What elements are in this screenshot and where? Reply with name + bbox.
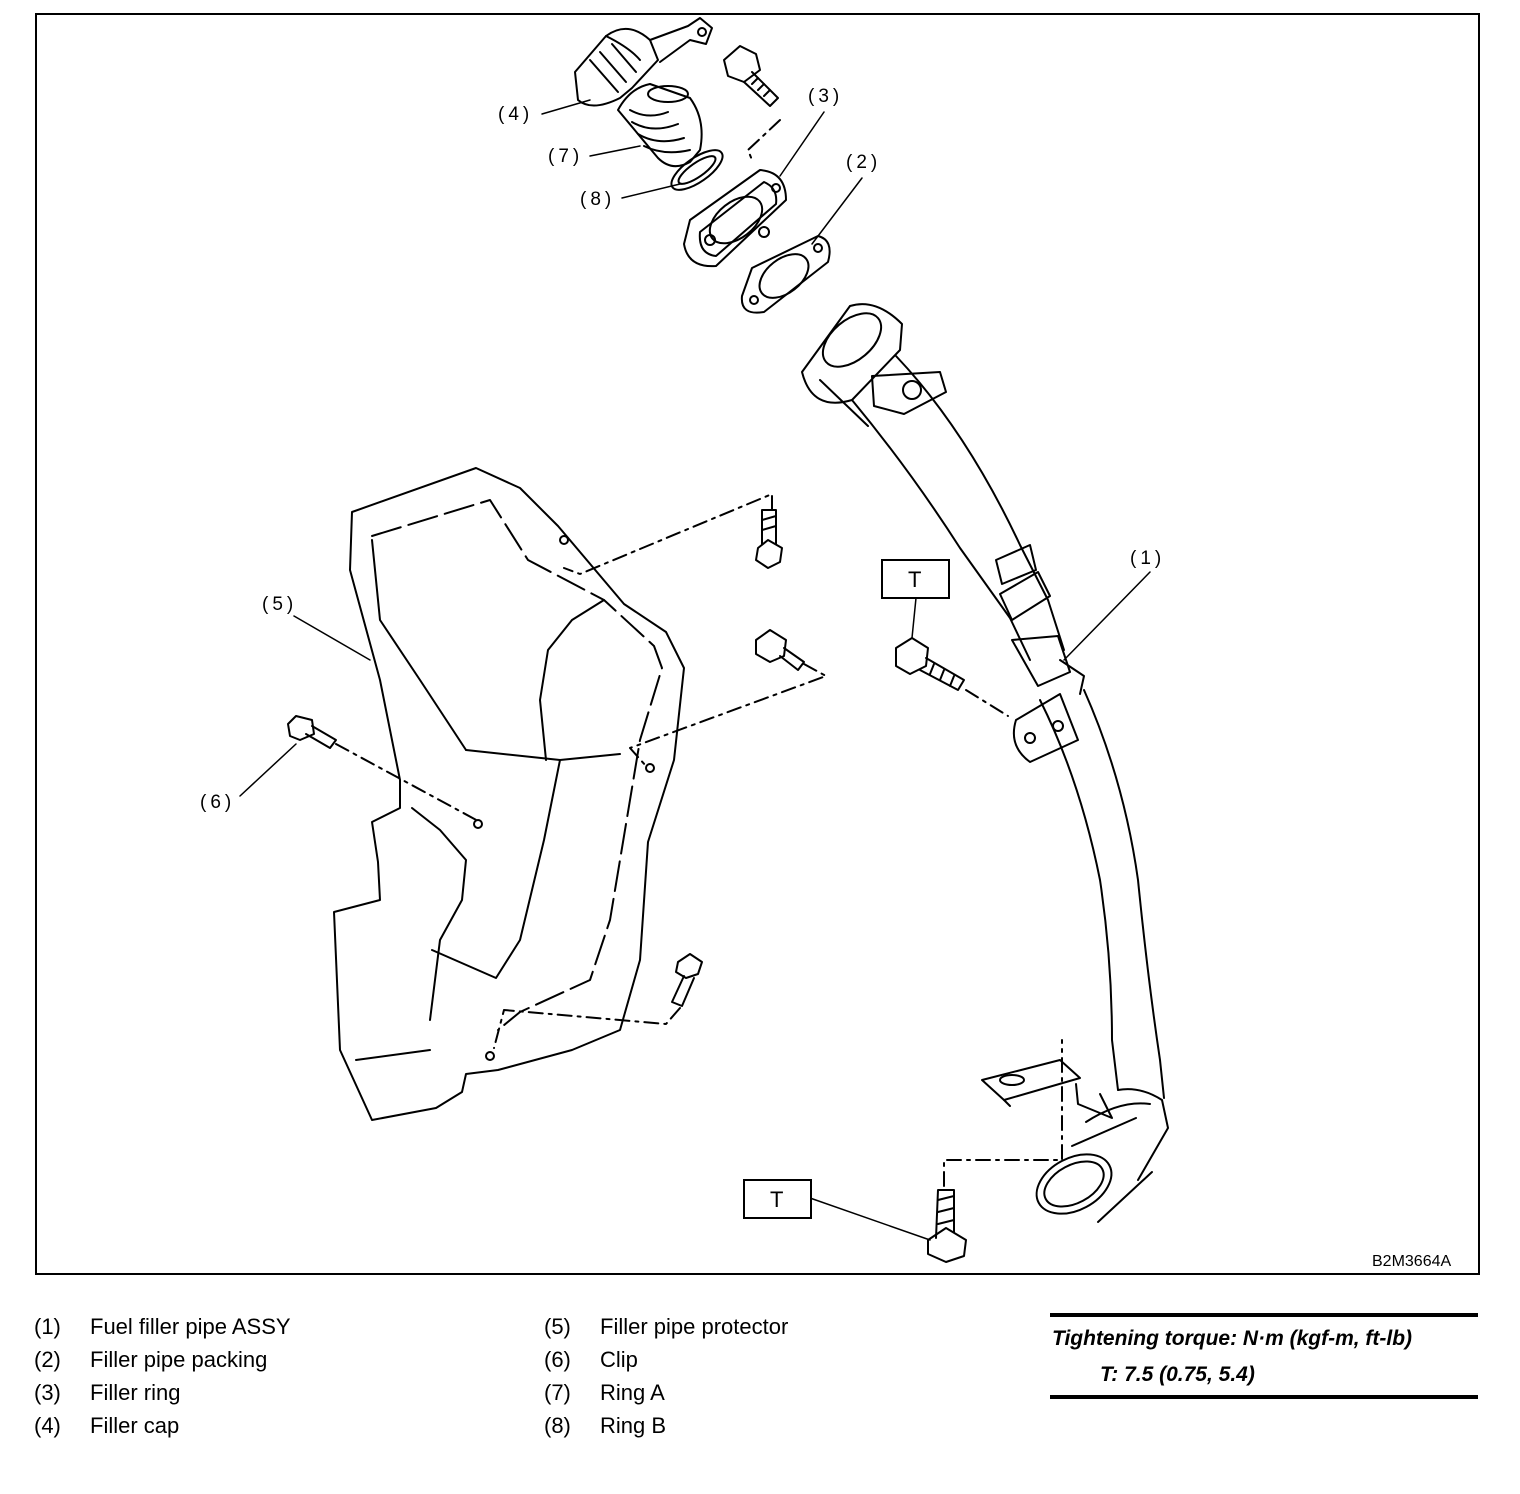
ring-a-part <box>617 83 703 168</box>
legend-label: Ring A <box>600 1380 665 1405</box>
parts-legend-right: (5) Filler pipe protector (6) Clip (7) Ring… <box>544 1310 788 1442</box>
legend-item: (8) Ring B <box>544 1409 788 1442</box>
callout-1: (1) <box>1130 548 1165 569</box>
protector-bolt-lower <box>671 953 703 1007</box>
callout-6: (6) <box>200 792 235 813</box>
callout-7: (7) <box>548 146 583 167</box>
filler-ring-screw <box>723 45 779 107</box>
callout-2: (2) <box>846 152 881 173</box>
fuel-filler-pipe-part <box>801 303 1169 1223</box>
legend-item: (6) Clip <box>544 1343 788 1376</box>
legend-number: (3) <box>34 1380 61 1405</box>
filler-cap-part <box>574 17 713 107</box>
filler-ring-part <box>683 169 787 268</box>
callout-8: (8) <box>580 189 615 210</box>
legend-label: Filler cap <box>90 1413 180 1438</box>
pipe-bracket-bolt <box>895 637 965 691</box>
legend-number: (2) <box>34 1347 61 1372</box>
legend-item: (4) Filler cap <box>34 1409 291 1442</box>
legend-label: Fuel filler pipe ASSY <box>90 1314 291 1339</box>
callout-5: (5) <box>262 594 297 615</box>
figure-frame <box>35 13 1480 1275</box>
ring-b-part <box>670 149 724 191</box>
legend-number: (1) <box>34 1314 61 1339</box>
protector-bolt-upper <box>755 509 783 569</box>
legend-label: Clip <box>600 1347 638 1372</box>
torque-mark-lower: T <box>770 1187 783 1212</box>
legend-number: (4) <box>34 1413 61 1438</box>
legend-item: (1) Fuel filler pipe ASSY <box>34 1310 291 1343</box>
legend-number: (5) <box>544 1314 571 1339</box>
filler-pipe-protector-part <box>333 467 685 1121</box>
callout-4: (4) <box>498 104 533 125</box>
torque-mark-upper: T <box>908 567 921 592</box>
legend-label: Filler pipe protector <box>600 1314 789 1339</box>
legend-label: Filler ring <box>90 1380 181 1405</box>
clip-part <box>287 715 337 749</box>
legend-item: (7) Ring A <box>544 1376 788 1409</box>
torque-spec-value: T: 7.5 (0.75, 5.4) <box>1100 1363 1255 1386</box>
legend-item: (5) Filler pipe protector <box>544 1310 788 1343</box>
filler-pipe-packing-part <box>740 235 831 314</box>
torque-spec-box: Tightening torque: N·m (kgf-m, ft-lb) T:… <box>1050 1313 1478 1399</box>
legend-number: (6) <box>544 1347 571 1372</box>
torque-spec-title: Tightening torque: N·m (kgf-m, ft-lb) <box>1052 1327 1413 1350</box>
pipe-bottom-bolt <box>927 1189 967 1263</box>
callout-leaders <box>239 99 1151 1241</box>
legend-number: (7) <box>544 1380 571 1405</box>
legend-item: (3) Filler ring <box>34 1376 291 1409</box>
torque-mark-box-lower <box>743 1179 812 1219</box>
legend-number: (8) <box>544 1413 571 1438</box>
parts-legend-left: (1) Fuel filler pipe ASSY (2) Filler pipe … <box>34 1310 291 1442</box>
figure-id: B2M3664A <box>1372 1253 1451 1270</box>
legend-item: (2) Filler pipe packing <box>34 1343 291 1376</box>
legend-label: Ring B <box>600 1413 667 1438</box>
legend-label: Filler pipe packing <box>90 1347 268 1372</box>
protector-bolt-middle <box>755 629 805 671</box>
callout-3: (3) <box>808 86 843 107</box>
exploded-view-diagram: (4) (7) (8) (3) (2) (1) (5) (6) T T B2M3… <box>35 13 1480 1275</box>
